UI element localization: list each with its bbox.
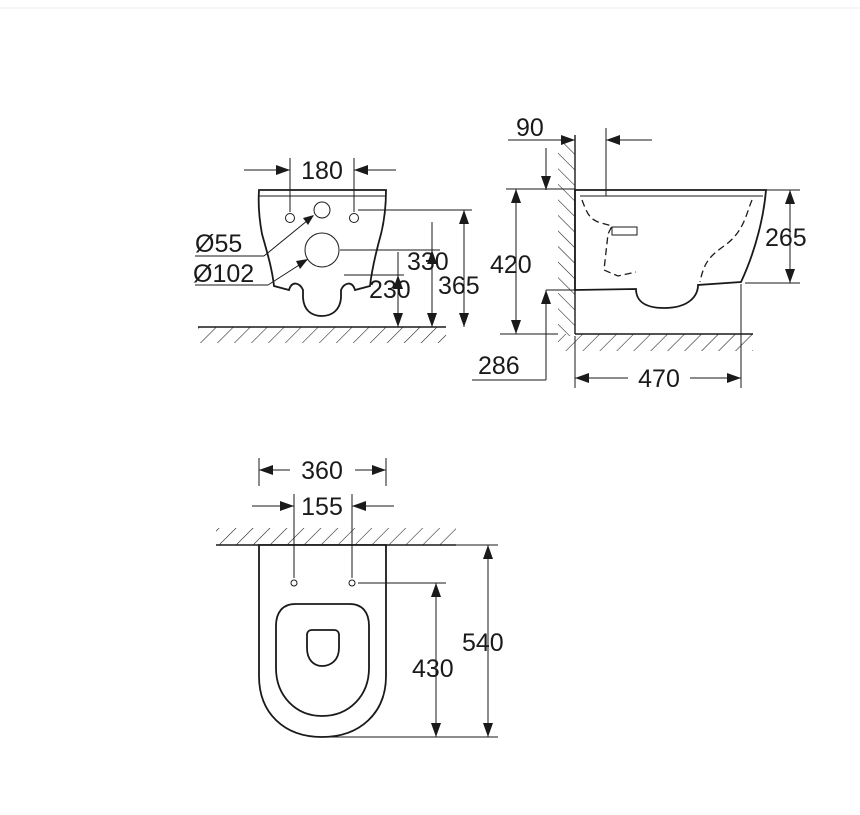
dimension-arrow	[352, 501, 366, 511]
dimension-arrow	[276, 165, 290, 175]
dimension-arrow	[483, 723, 493, 737]
floor-hatching	[558, 334, 753, 351]
dimension-arrow	[541, 176, 551, 190]
fixing-hole-right	[348, 579, 356, 587]
dimension-arrow	[511, 320, 521, 334]
wall-hatching	[558, 140, 575, 336]
dimension-arrow	[393, 275, 403, 289]
dim-wall-offset: 90	[516, 114, 544, 142]
leader-arrow	[303, 215, 314, 225]
dimension-arrow	[606, 135, 620, 145]
dimension-arrow	[354, 165, 368, 175]
dimension-arrow	[280, 501, 294, 511]
dimension-arrow	[427, 250, 437, 264]
pan-side-outline	[574, 189, 767, 309]
dim-fixing-to-front: 430	[412, 655, 454, 683]
dimension-arrow	[785, 269, 795, 283]
fixing-hole-right	[349, 213, 359, 223]
dimension-arrow	[541, 290, 551, 304]
dimension-arrow	[561, 135, 575, 145]
dimension-arrow	[459, 313, 469, 327]
waste-outlet-hole	[304, 232, 340, 268]
dimension-arrow	[459, 210, 469, 224]
dim-fixing-spacing: 155	[301, 493, 343, 521]
dimension-arrow	[483, 545, 493, 559]
dim-outlet-height: 230	[369, 276, 411, 304]
dim-large-hole-diameter: Ø102	[193, 260, 254, 288]
pan-front-outline	[257, 189, 387, 317]
floor-hatching	[198, 327, 446, 343]
hidden-trap-lines	[581, 199, 753, 283]
side-view: 90 420 265 286 470	[472, 114, 807, 393]
dim-projection: 470	[638, 365, 680, 393]
leader-line	[263, 215, 314, 257]
top-view: 360 155 430 540	[216, 457, 504, 738]
dim-outlet-height: 286	[478, 352, 520, 380]
dimension-arrow	[372, 465, 386, 475]
fixing-hole-left	[285, 213, 295, 223]
water-inlet-hole	[313, 201, 331, 219]
fixing-hole-left	[290, 579, 298, 587]
dimension-arrow	[393, 313, 403, 327]
dim-overall-length: 540	[462, 629, 504, 657]
dimension-arrow	[727, 373, 741, 383]
dimension-arrow	[511, 189, 521, 203]
dimension-arrow	[427, 313, 437, 327]
dim-overall-width: 360	[301, 457, 343, 485]
dimension-arrow	[785, 190, 795, 204]
dimension-arrow	[259, 465, 273, 475]
dimension-arrow	[431, 583, 441, 597]
bowl-outlet	[306, 629, 340, 667]
leader-arrow	[296, 259, 308, 269]
dim-fixing-height: 365	[438, 272, 480, 300]
dim-large-hole-height: 330	[407, 248, 449, 276]
water-inlet-connector	[611, 226, 638, 236]
wall-hatching	[216, 528, 456, 545]
dim-hole-spacing: 180	[301, 157, 343, 185]
dimension-arrow	[575, 373, 589, 383]
dim-bowl-height: 265	[765, 224, 807, 252]
dim-small-hole-diameter: Ø55	[195, 230, 242, 258]
dimension-arrow	[431, 723, 441, 737]
front-view: 180 Ø55 Ø102 230 330 365	[193, 157, 480, 343]
dim-rim-height: 420	[490, 251, 532, 279]
